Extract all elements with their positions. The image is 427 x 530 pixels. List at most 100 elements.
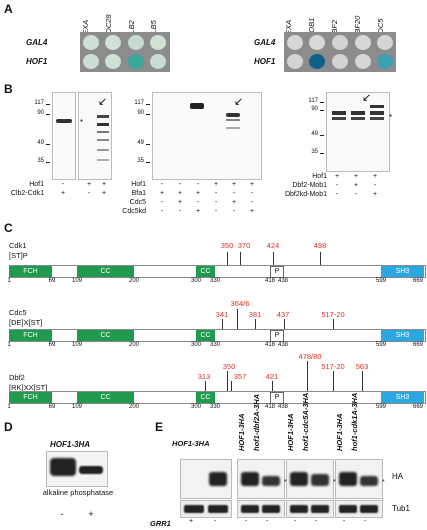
dot — [355, 35, 371, 50]
map3-domain-cc1: CC — [77, 392, 134, 403]
map2-domain-cc2: CC — [196, 330, 215, 341]
blot-e-wt-ha — [180, 459, 232, 499]
dot — [309, 35, 325, 50]
map3-site: 313 — [197, 372, 211, 381]
panelE-col-dbf2a: hof1-dbf2A-3HA — [252, 393, 261, 451]
star-e-1: * — [284, 479, 287, 486]
map3-site: 563 — [355, 362, 369, 371]
row-label-hof1-right: HOF1 — [254, 57, 276, 66]
panelE-col-hof1-c: HOF1-3HA — [335, 413, 344, 451]
panelE-col-cdc5a: hof1-cdc5A-3HA — [301, 392, 310, 451]
dot — [150, 35, 166, 50]
panel-e-letter: E — [155, 420, 164, 434]
mw-117-a: 117 — [34, 100, 44, 106]
dot — [83, 54, 99, 69]
dot — [105, 35, 121, 50]
map2-domain-cc1: CC — [77, 330, 134, 341]
dot — [377, 35, 393, 50]
row-label-gal4-left: GAL4 — [26, 38, 48, 47]
panelD-treatment: alkaline phosphatase — [42, 488, 114, 497]
dot-blue — [128, 54, 144, 69]
map3-domain-cc2: CC — [196, 392, 215, 403]
map3-site: 478/80 — [298, 352, 322, 361]
mw-35-c: 35 — [311, 149, 318, 155]
arrow-icon-3: ↙ — [362, 92, 372, 104]
map2-site: 381 — [248, 310, 262, 319]
row-label-hof1-left: HOF1 — [26, 57, 48, 66]
panelE-wt-label: HOF1-3HA — [172, 439, 210, 448]
blot-3 — [326, 92, 390, 172]
map1-protein-bar — [9, 265, 426, 278]
blot-e-wt-tub1 — [180, 500, 232, 518]
blot-e-cdk1a-tub1 — [335, 500, 383, 518]
map3-motif: [RK]XX[ST] — [9, 383, 48, 392]
dot — [332, 35, 348, 50]
mw-49-b: 49 — [137, 140, 144, 146]
dot — [83, 35, 99, 50]
blot-d — [46, 451, 108, 487]
panelD-minus: - — [60, 509, 64, 519]
mw-90-c: 90 — [311, 106, 318, 112]
map2-site: 364/6 — [230, 299, 250, 308]
map1-site: 370 — [237, 241, 251, 250]
mw-35-a: 35 — [37, 158, 44, 164]
star-marker-3: * — [389, 113, 393, 122]
star-marker-1: * — [80, 118, 84, 127]
panel-b-letter: B — [4, 82, 13, 96]
star-e-2: * — [333, 479, 336, 486]
blot-e-cdc5a-tub1 — [286, 500, 334, 518]
map2-site: 341 — [215, 310, 229, 319]
map1-site: 350 — [220, 241, 234, 250]
map3-site: 421 — [265, 372, 279, 381]
dot — [105, 54, 121, 69]
star-e-3: * — [382, 479, 385, 486]
map3-protein: Dbf2 — [9, 373, 25, 382]
panel-c-letter: C — [4, 221, 13, 235]
mw-117-b: 117 — [134, 100, 144, 106]
dot — [332, 54, 348, 69]
panelE-col-hof1-b: HOF1-3HA — [286, 413, 295, 451]
map1-site: 498 — [313, 241, 327, 250]
map2-domain-p: P — [270, 330, 284, 342]
map1-motif: [ST]P — [9, 251, 28, 260]
arrow-icon-2: ↙ — [234, 96, 244, 108]
map2-domain-sh3: SH3 — [381, 330, 424, 341]
panelE-grr1-label: GRR1 — [150, 519, 171, 528]
map3-domain-p: P — [270, 392, 284, 404]
y2h-plate-left — [80, 32, 170, 72]
dot-blue — [309, 54, 325, 69]
map2-site: 437 — [276, 310, 290, 319]
y2h-plate-right — [284, 32, 396, 72]
map1-protein: Cdk1 — [9, 241, 27, 250]
panelE-row-tub1: Tub1 — [392, 504, 410, 513]
map2-domain-fch: FCH — [9, 330, 52, 341]
panel-d-letter: D — [4, 420, 13, 434]
map1-domain-p: P — [270, 266, 284, 278]
dot — [287, 35, 303, 50]
panelE-col-cdk1a: hof1-cdk1A-3HA — [350, 392, 359, 451]
mw-35-b: 35 — [137, 158, 144, 164]
blot-e-cdk1a-ha — [335, 459, 383, 499]
blot-e-dbf2a-ha — [237, 459, 285, 499]
map3-domain-fch: FCH — [9, 392, 52, 403]
dot — [287, 54, 303, 69]
row-label-gal4-right: GAL4 — [254, 38, 276, 47]
map2-protein: Cdc5 — [9, 308, 27, 317]
mw-90-b: 90 — [137, 110, 144, 116]
map1-site: 424 — [266, 241, 280, 250]
mw-49-c: 49 — [311, 131, 318, 137]
map1-domain-sh3: SH3 — [381, 266, 424, 277]
map2-protein-bar — [9, 329, 426, 342]
map2-site: 517-20 — [321, 310, 345, 319]
blot-2 — [152, 92, 262, 180]
dot — [355, 54, 371, 69]
map3-site: 517-20 — [321, 362, 345, 371]
blot-e-cdc5a-ha — [286, 459, 334, 499]
dot-blue — [377, 54, 393, 69]
panel-a-letter: A — [4, 2, 13, 16]
map1-domain-cc1: CC — [77, 266, 134, 277]
mw-90-a: 90 — [37, 110, 44, 116]
blot-e-dbf2a-tub1 — [237, 500, 285, 518]
dot — [128, 35, 144, 50]
mw-117-c: 117 — [308, 98, 318, 104]
